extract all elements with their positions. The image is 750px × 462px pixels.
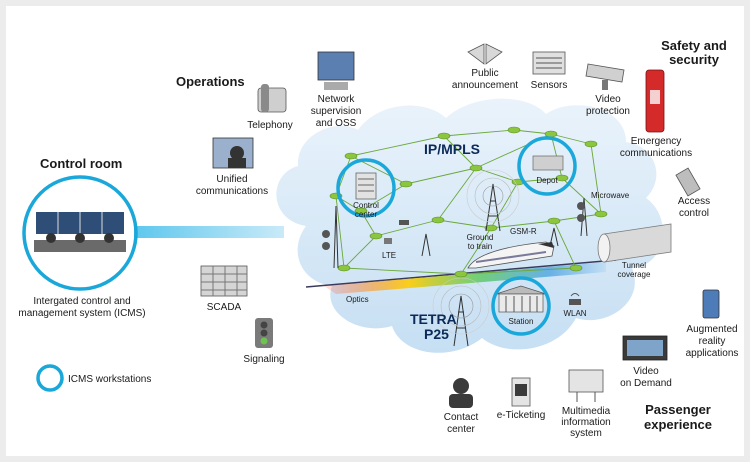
label-gsmr: GSM-R	[510, 227, 537, 236]
diagram-frame: Operations Safety and security Control r…	[6, 6, 744, 456]
monitor-icon	[317, 51, 355, 90]
label-ground-to-train-1: Ground	[467, 233, 494, 242]
billboard-icon	[568, 369, 604, 402]
legend-label: ICMS workstations	[68, 374, 151, 385]
station-ring	[491, 276, 551, 336]
label-contact-center-1: Contact	[444, 412, 479, 423]
label-e-ticketing: e-Ticketing	[497, 410, 546, 421]
label-tunnel-1: Tunnel	[622, 261, 646, 270]
emergency-phone-icon	[645, 69, 665, 133]
label-multimedia-3: system	[570, 428, 602, 439]
depot-building-icon	[532, 155, 564, 171]
icms-network-diagram: Operations Safety and security Control r…	[18, 38, 739, 439]
traffic-light-icon	[255, 318, 273, 348]
train-icon	[467, 241, 555, 269]
label-icms-2: management system (ICMS)	[18, 308, 145, 319]
label-lte: LTE	[382, 251, 396, 260]
router-icon	[384, 220, 581, 305]
network-nodes	[329, 126, 608, 278]
tablet-icon	[702, 289, 720, 319]
label-contact-center-2: center	[447, 424, 475, 435]
label-augmented-3: applications	[686, 348, 739, 359]
cctv-camera-icon	[585, 63, 625, 90]
label-tunnel-2: coverage	[618, 270, 651, 279]
label-video-protection-2: protection	[586, 106, 630, 117]
label-vod-1: Video	[633, 366, 659, 377]
label-signaling: Signaling	[243, 354, 284, 365]
label-augmented-1: Augmented	[686, 324, 737, 335]
telephone-icon	[257, 84, 287, 113]
label-augmented-2: reality	[699, 336, 726, 347]
section-passenger-line2: experience	[644, 417, 712, 432]
label-emergency-comm-2: communications	[620, 148, 692, 159]
label-depot: Depot	[536, 176, 558, 185]
cloud-tetra-line1: TETRA	[410, 311, 457, 327]
label-network-supervision-3: and OSS	[316, 118, 357, 129]
icms-ring	[22, 175, 138, 291]
label-unified-comm-2: communications	[196, 186, 268, 197]
server-icon	[355, 172, 377, 200]
station-icon	[495, 285, 547, 313]
label-multimedia-1: Multimedia	[562, 406, 611, 417]
qr-code-icon	[511, 377, 531, 407]
label-network-supervision-2: supervision	[311, 106, 362, 117]
sensor-icon	[532, 51, 566, 75]
control-center-ring	[336, 158, 396, 218]
speaker-icon	[467, 43, 503, 65]
section-safety-line1: Safety and	[661, 38, 727, 53]
antenna-tower-icon	[333, 169, 588, 347]
cloud-tetra-line2: P25	[424, 326, 449, 342]
headset-agent-icon	[449, 378, 473, 408]
section-control-room: Control room	[40, 156, 122, 171]
label-vod-2: on Demand	[620, 378, 672, 389]
label-optics: Optics	[346, 295, 369, 304]
label-microwave: Microwave	[591, 191, 630, 200]
depot-ring	[517, 136, 577, 196]
cloud-ip-mpls: IP/MPLS	[424, 141, 480, 157]
section-operations: Operations	[176, 74, 245, 89]
label-public-announcement-2: announcement	[452, 80, 518, 91]
label-access-control-2: control	[679, 208, 709, 219]
label-public-announcement-1: Public	[471, 68, 498, 79]
label-network-supervision-1: Network	[318, 94, 356, 105]
microwave-dish-icon	[322, 202, 585, 250]
video-conference-icon	[212, 137, 254, 169]
scada-icon	[200, 265, 248, 297]
label-unified-comm-1: Unified	[216, 174, 247, 185]
label-emergency-comm-1: Emergency	[631, 136, 682, 147]
label-wlan: WLAN	[563, 309, 586, 318]
legend-ring-icon	[36, 364, 64, 392]
label-scada: SCADA	[207, 302, 242, 313]
label-station: Station	[509, 317, 534, 326]
label-control-center-2: center	[355, 210, 378, 219]
tv-icon	[622, 335, 668, 361]
section-passenger-line1: Passenger	[645, 402, 711, 417]
label-access-control-1: Access	[678, 196, 710, 207]
card-reader-icon	[675, 167, 701, 197]
label-multimedia-2: information	[561, 417, 610, 428]
control-room-icon	[34, 212, 126, 252]
label-control-center-1: Control	[353, 201, 379, 210]
label-telephony: Telephony	[247, 120, 293, 131]
section-safety-line2: security	[669, 52, 720, 67]
label-ground-to-train-2: to train	[468, 242, 492, 251]
icms-link-beam	[134, 226, 284, 238]
label-video-protection-1: Video	[595, 94, 621, 105]
tunnel-icon	[597, 223, 672, 263]
label-sensors: Sensors	[531, 80, 568, 91]
label-icms-1: Intergated control and	[33, 296, 130, 307]
